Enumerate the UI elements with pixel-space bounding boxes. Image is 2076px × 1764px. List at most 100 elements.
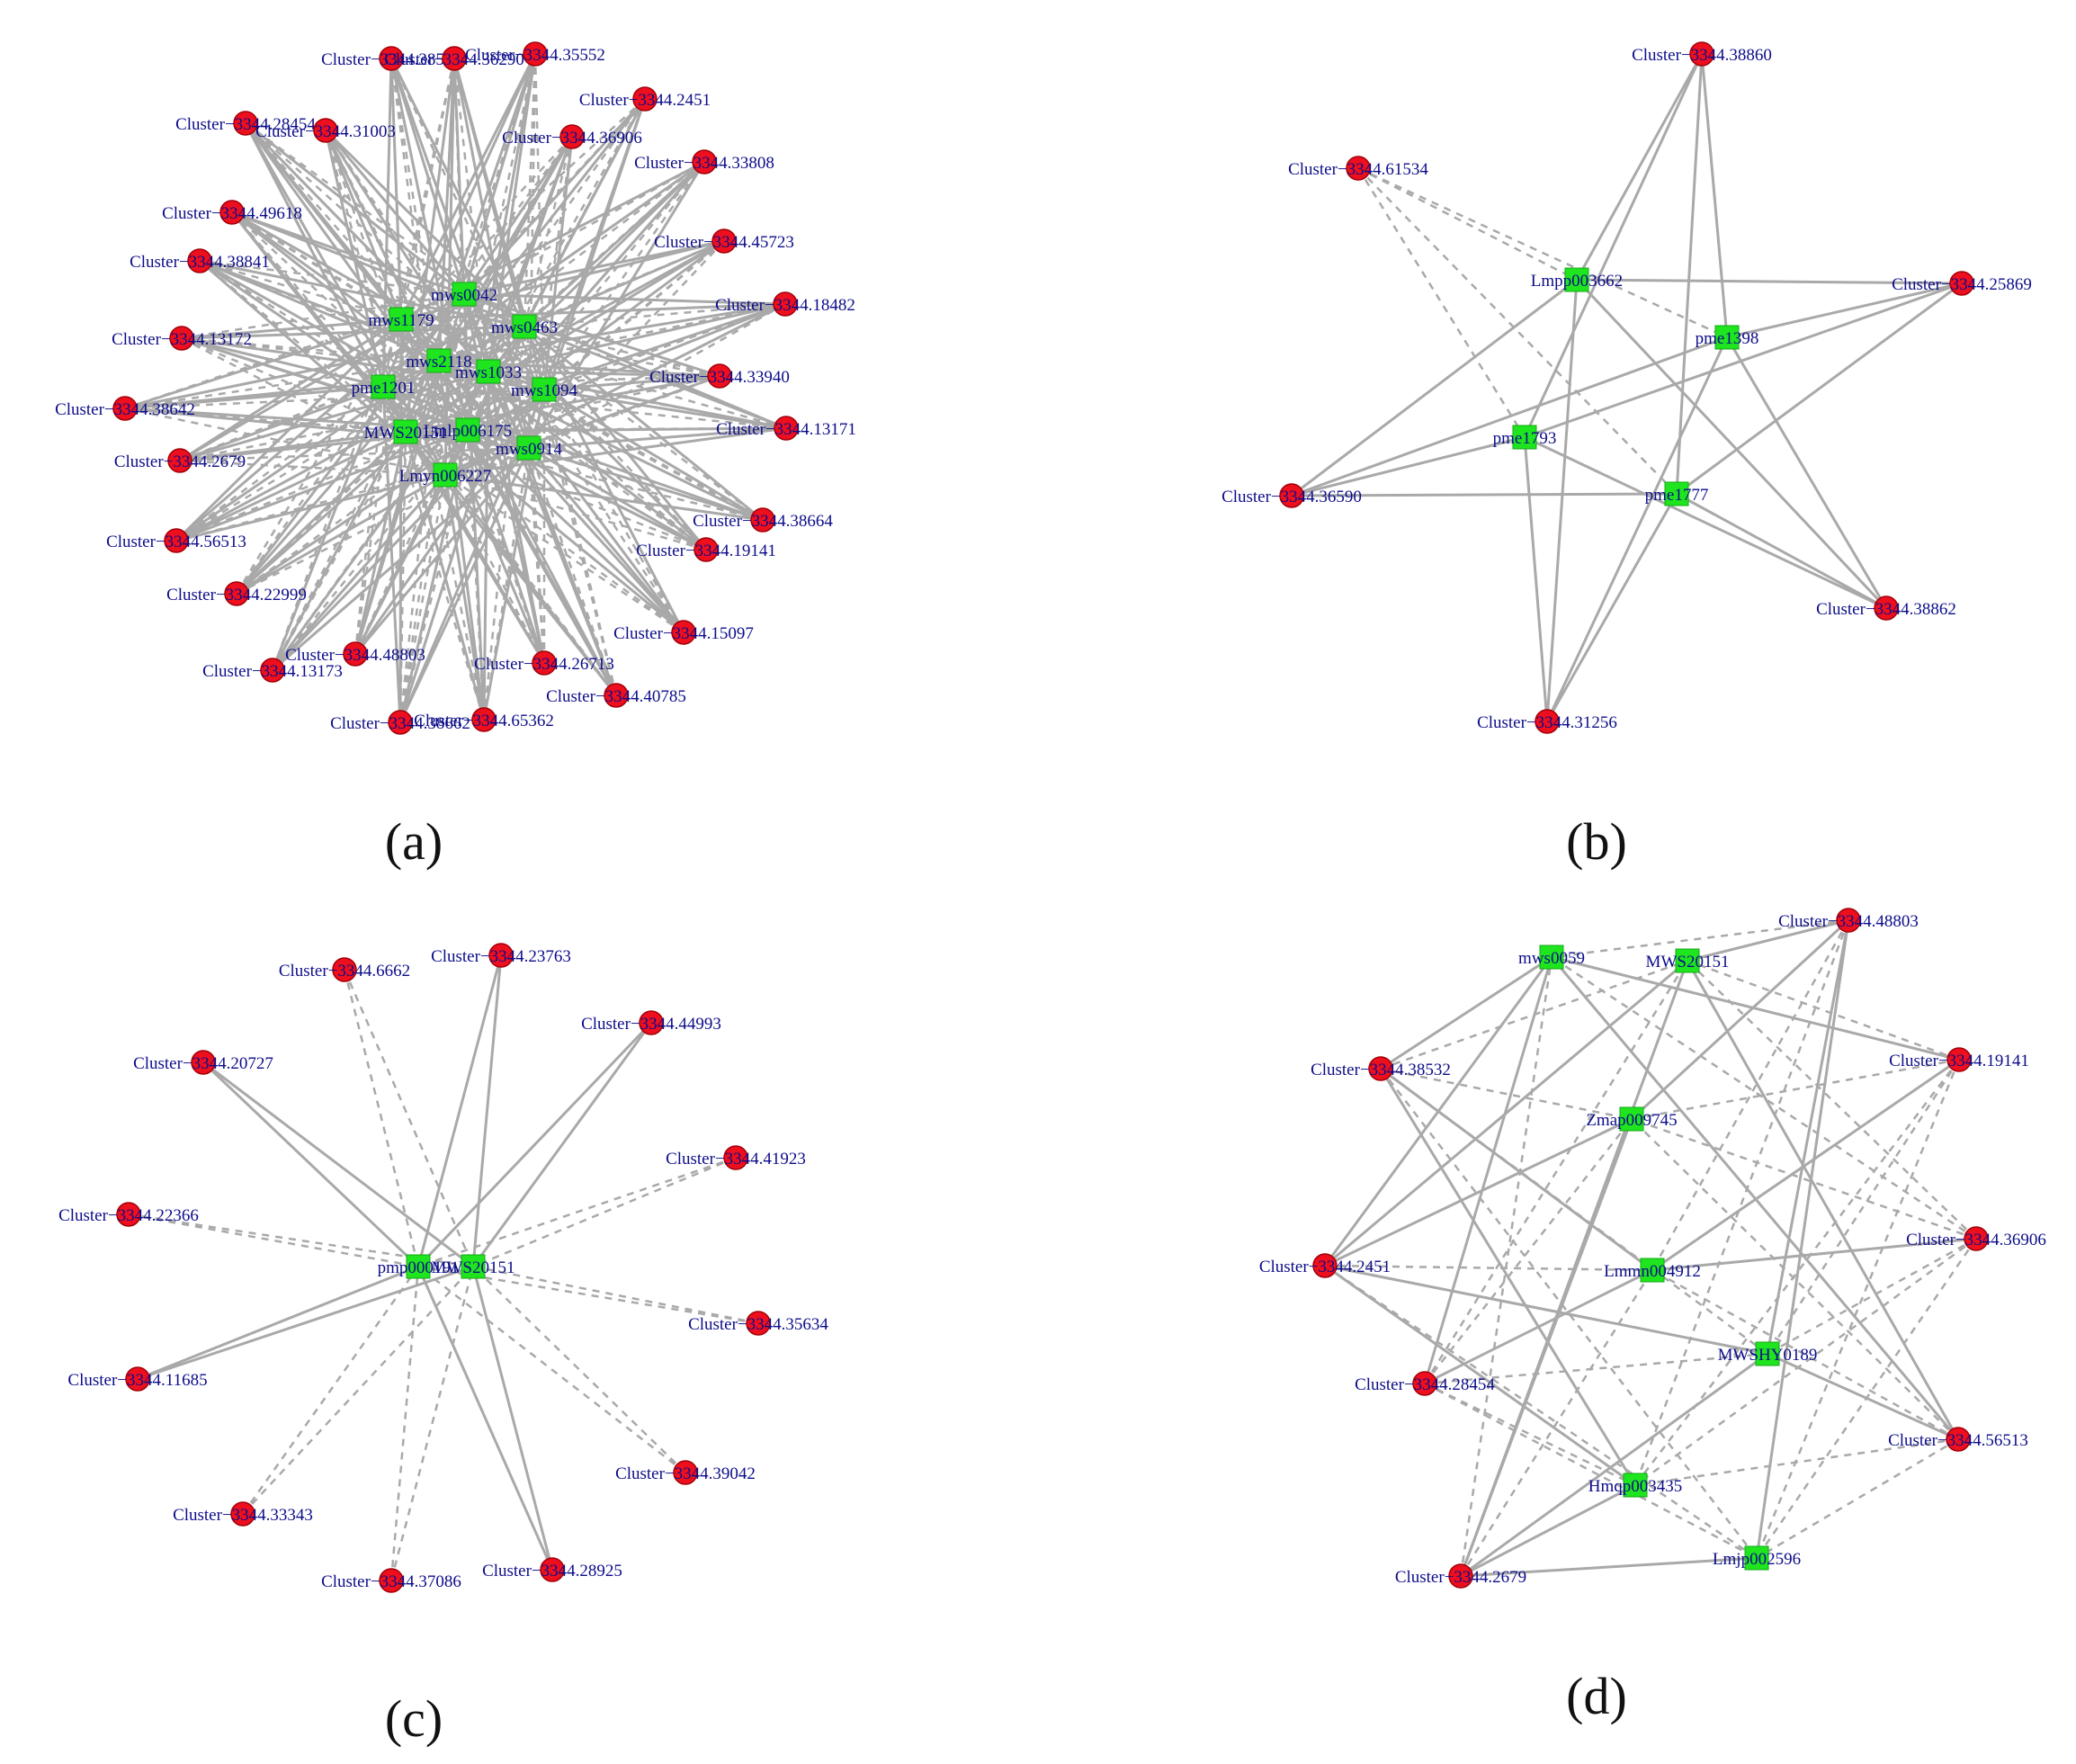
edge-a-289: [398, 360, 441, 723]
mirna-node-a_c10: Cluster−3344.45723: [654, 228, 794, 254]
edge-a-23: [399, 53, 537, 320]
edge-b-15: [1291, 492, 1678, 497]
node-label: MWSHY0189: [1718, 1346, 1818, 1365]
edge-d-52: [1459, 1269, 1654, 1577]
edge-a-283: [466, 429, 618, 696]
edge-d-44: [1631, 1118, 1959, 1440]
node-label: Cluster−3344.31003: [255, 122, 396, 141]
edge-a-298: [399, 318, 486, 721]
edge-a-92: [231, 210, 489, 373]
node-label: Cluster−3344.48803: [1778, 912, 1919, 931]
edge-b-6: [1356, 167, 1526, 438]
node-label: Cluster−3344.65362: [414, 712, 554, 730]
edge-d-49: [1459, 956, 1553, 1577]
node-label: mws1179: [368, 311, 434, 330]
node-label: Cluster−3344.22999: [166, 586, 307, 604]
edge-c-6: [201, 1061, 420, 1268]
edge-a-240: [527, 447, 685, 633]
node-label: Lmlp006175: [424, 422, 512, 441]
edge-d-43: [1686, 960, 1960, 1440]
node-label: Cluster−3344.48803: [285, 646, 425, 665]
edge-a-145: [523, 325, 720, 378]
gene-square-marker: [1755, 1341, 1780, 1366]
mirna-circle-marker: [167, 448, 192, 473]
mirna-circle-marker: [442, 46, 467, 71]
mirna-node-a_c2: Cluster−3344.36290: [384, 46, 524, 71]
mirna-node-a_c21: Cluster−3344.22999: [166, 581, 307, 606]
gene-node-a_g3: mws0463: [491, 314, 558, 339]
gene-square-marker: [1623, 1473, 1648, 1498]
edge-d-24: [1651, 1237, 1977, 1272]
mirna-node-a_c6: Cluster−3344.31003: [255, 118, 396, 143]
node-label: Cluster−3344.38530: [321, 50, 461, 69]
mirna-node-b_c3: Cluster−3344.25869: [1892, 271, 2032, 296]
mirna-circle-marker: [313, 118, 338, 143]
edge-a-143: [463, 292, 720, 378]
mirna-node-a_c9: Cluster−3344.49618: [162, 200, 302, 225]
node-label: pme1777: [1645, 486, 1709, 505]
node-label: mws2118: [406, 353, 471, 372]
edge-d-37: [1424, 1118, 1633, 1384]
node-label: Lmjp002596: [1713, 1550, 1801, 1569]
edge-a-10: [389, 58, 447, 476]
edge-d-16: [1631, 1058, 1960, 1121]
mirna-circle-marker: [112, 396, 138, 421]
edge-a-253: [462, 293, 546, 664]
node-label: Cluster−3344.15097: [613, 624, 754, 643]
mirna-node-a_c17: Cluster−3344.2679: [114, 448, 246, 473]
mirna-node-c_c2: Cluster−3344.23763: [431, 943, 571, 968]
node-label: MWS20151: [364, 424, 448, 443]
node-label: Cluster−3344.19141: [636, 542, 776, 560]
mirna-node-d_c4: Cluster−3344.36906: [1906, 1226, 2046, 1251]
edge-a-296: [398, 474, 447, 723]
edge-d-55: [1460, 1556, 1758, 1578]
mirna-node-c_c5: Cluster−3344.41923: [666, 1145, 806, 1170]
edge-d-46: [1767, 1352, 1959, 1441]
mirna-circle-marker: [219, 200, 245, 225]
mirna-node-a_c24: Cluster−3344.26713: [474, 650, 614, 676]
gene-node-b_g2: pme1398: [1696, 325, 1758, 350]
edge-c-14: [137, 1265, 419, 1381]
mirna-circle-marker: [707, 363, 732, 389]
edge-d-51: [1459, 1118, 1633, 1577]
edge-a-307: [443, 474, 486, 721]
edge-d-53: [1460, 1352, 1768, 1578]
edge-c-7: [202, 1061, 474, 1268]
edge-b-4: [1357, 166, 1578, 282]
edge-a-205: [175, 430, 407, 542]
node-label: Cluster−3344.26713: [474, 655, 614, 674]
mirna-circle-marker: [773, 291, 798, 317]
edge-b-16: [1575, 278, 1888, 610]
mirna-node-b_c4: Cluster−3344.36590: [1221, 483, 1362, 508]
node-label: Cluster−3344.36590: [1221, 488, 1362, 506]
edge-a-169: [488, 370, 787, 430]
edge-b-2: [1523, 53, 1704, 438]
gene-square-marker: [1539, 945, 1564, 970]
mirna-circle-marker: [233, 111, 258, 136]
mirna-circle-marker: [632, 86, 658, 112]
mirna-circle-marker: [191, 1050, 216, 1075]
edge-d-36: [1423, 960, 1689, 1384]
gene-square-marker: [393, 419, 418, 444]
edge-c-18: [241, 1266, 420, 1515]
edge-d-39: [1424, 1352, 1768, 1385]
gene-square-marker: [1664, 481, 1689, 506]
edge-a-299: [482, 326, 526, 721]
mirna-node-d_c6: Cluster−3344.28454: [1355, 1371, 1495, 1396]
mirna-circle-marker: [673, 1460, 698, 1485]
edge-a-11: [452, 58, 466, 295]
edge-a-209: [463, 293, 707, 551]
edge-c-8: [417, 1156, 737, 1268]
panel-a-label: (a): [385, 812, 443, 871]
panel-b-edges: [1291, 53, 1963, 722]
edge-c-2: [416, 954, 503, 1267]
mirna-circle-marker: [532, 650, 557, 676]
gene-node-a_g9: Lmlp006175: [424, 417, 512, 443]
edge-b-8: [1576, 278, 1963, 285]
edge-a-210: [400, 318, 707, 551]
edge-d-17: [1651, 1058, 1960, 1272]
mirna-node-c_c1: Cluster−3344.6662: [279, 957, 410, 982]
edge-a-90: [231, 210, 525, 328]
edge-c-5: [471, 1022, 653, 1267]
node-label: Cluster−3344.28454: [1355, 1375, 1495, 1394]
